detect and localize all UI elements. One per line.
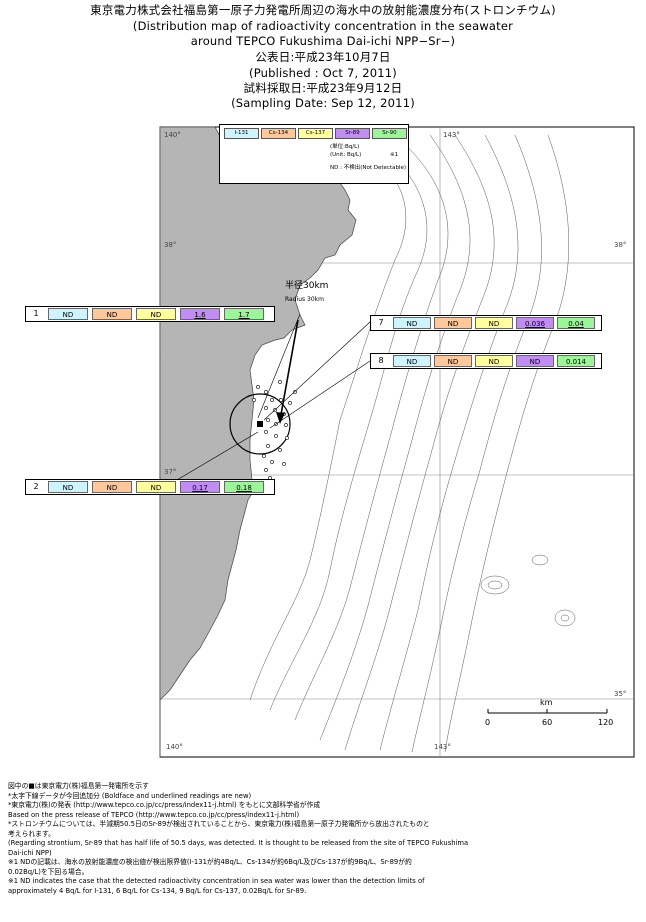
seamounts xyxy=(480,554,576,627)
radius-label-jp: 半径30km xyxy=(285,281,329,291)
legend-cs134: Cs-134 xyxy=(261,128,296,139)
note-11: ※1 ND indicates the case that the detect… xyxy=(8,877,425,885)
station-2-sr90: 0.18 xyxy=(224,481,264,493)
station-1-i131: ND xyxy=(48,308,88,320)
note-12: approximately 4 Bq/L for I-131, 6 Bq/L f… xyxy=(8,886,307,895)
legend-cs137: Cs-137 xyxy=(298,128,333,139)
station-2-i131: ND xyxy=(48,481,88,493)
nuclear-plant-marker xyxy=(257,421,263,427)
scale-tick-120: 120 xyxy=(598,718,614,727)
note-5: *ストロンチウムについては、半減期50.5日のSr-89が検出されていることから… xyxy=(8,820,430,828)
note-10: 0.02Bq/L)を下回る場合。 xyxy=(8,867,89,876)
station-1-cs137: ND xyxy=(136,308,176,320)
station-7-box: 7 ND ND ND 0.036 0.04 xyxy=(370,315,602,331)
note-8: Dai-ichi NPP) xyxy=(8,848,52,857)
station-7-sr90: 0.04 xyxy=(557,317,595,329)
radius-label-en: Radius 30km xyxy=(285,296,324,303)
note-9: ※1 NDの記載は、海水の放射能濃度の検出値が検出限界値(I-131が約4Bq/… xyxy=(8,858,412,866)
scale-unit: km xyxy=(540,698,553,707)
legend-footnote-mark: ※1 xyxy=(390,152,399,158)
station-1-box: 1 ND ND ND 1.6 1.7 xyxy=(25,306,275,322)
legend-sr90: Sr-90 xyxy=(372,128,407,139)
station-7-id: 7 xyxy=(378,318,384,327)
station-7-cs137: ND xyxy=(475,317,513,329)
station-8-i131: ND xyxy=(393,355,431,367)
legend-unit-en: (Unit: Bq/L) xyxy=(330,152,362,158)
station-8-id: 8 xyxy=(378,356,384,365)
station-8-box: 8 ND ND ND ND 0.014 xyxy=(370,353,602,369)
station-1-id: 1 xyxy=(33,309,39,318)
station-8-sr90: 0.014 xyxy=(557,355,595,367)
sampling-date-en: (Sampling Date: Sep 12, 2011) xyxy=(231,96,415,110)
title-jp: 東京電力株式会社福島第一原子力発電所周辺の海水中の放射能濃度分布(ストロンチウム… xyxy=(90,3,556,17)
sampling-date-jp: 試料採取日:平成23年9月12日 xyxy=(243,81,403,95)
lon-label-140-bottom: 140° xyxy=(166,743,183,751)
station-2-box: 2 ND ND ND 0.17 0.18 xyxy=(25,479,275,495)
note-2: *太字下線データが今回追加分 (Boldface and underlined … xyxy=(8,791,252,800)
station-8-sr89: ND xyxy=(516,355,554,367)
scale-tick-60: 60 xyxy=(542,718,553,727)
station-2-id: 2 xyxy=(33,482,39,491)
published-date-jp: 公表日:平成23年10月7日 xyxy=(255,50,391,64)
note-3: *東京電力(株)の発表 (http://www.tepco.co.jp/cc/p… xyxy=(8,801,321,809)
note-7: (Regarding strontium, Sr-89 that has hal… xyxy=(8,839,469,847)
legend-i131: I-131 xyxy=(224,128,259,139)
note-6: 考えられます。 xyxy=(8,829,55,838)
lon-label-140-top: 140° xyxy=(164,131,181,139)
legend-unit-jp: (単位:Bq/L) xyxy=(330,144,360,150)
map-canvas xyxy=(159,126,635,758)
station-2-sr89: 0.17 xyxy=(180,481,220,493)
title-en-2: around TEPCO Fukushima Dai-ichi NPP−Sr−) xyxy=(190,34,456,48)
station-8-cs137: ND xyxy=(475,355,513,367)
station-1-sr89: 1.6 xyxy=(180,308,220,320)
lon-label-143-bottom: 143° xyxy=(434,743,451,751)
lat-label-38-right: 38° xyxy=(614,241,627,249)
station-1-sr90: 1.7 xyxy=(224,308,264,320)
scale-tick-0: 0 xyxy=(485,718,491,727)
radius-arrow xyxy=(279,319,299,421)
bathymetry-contours xyxy=(249,134,570,753)
station-2-cs134: ND xyxy=(92,481,132,493)
scale-bar xyxy=(487,709,608,714)
radius-30km-circle xyxy=(229,393,291,455)
published-date-en: (Published : Oct 7, 2011) xyxy=(249,66,397,80)
note-4: Based on the press release of TEPCO (htt… xyxy=(8,810,300,819)
station-7-cs134: ND xyxy=(434,317,472,329)
station-2-cs137: ND xyxy=(136,481,176,493)
lat-label-37: 37° xyxy=(164,468,177,476)
footnotes: 図中の■は東京電力(株)福島第一発電所を示す *太字下線データが今回追加分 (B… xyxy=(8,782,640,896)
lon-label-143-top: 143° xyxy=(443,131,460,139)
station-8-cs134: ND xyxy=(434,355,472,367)
legend-sr89: Sr-89 xyxy=(335,128,370,139)
station-1-cs134: ND xyxy=(92,308,132,320)
note-1: 図中の■は東京電力(株)福島第一発電所を示す xyxy=(8,782,149,790)
lat-label-38: 38° xyxy=(164,241,177,249)
title-en-1: (Distribution map of radioactivity conce… xyxy=(132,19,514,33)
station-7-sr89: 0.036 xyxy=(516,317,554,329)
station-7-i131: ND xyxy=(393,317,431,329)
legend-nd: ND : 不検出(Not Detectable) xyxy=(330,165,406,171)
lat-label-35: 35° xyxy=(614,690,627,698)
sampling-points xyxy=(252,380,297,480)
legend: I-131 Cs-134 Cs-137 Sr-89 Sr-90 (単位:Bq/L… xyxy=(219,124,409,184)
